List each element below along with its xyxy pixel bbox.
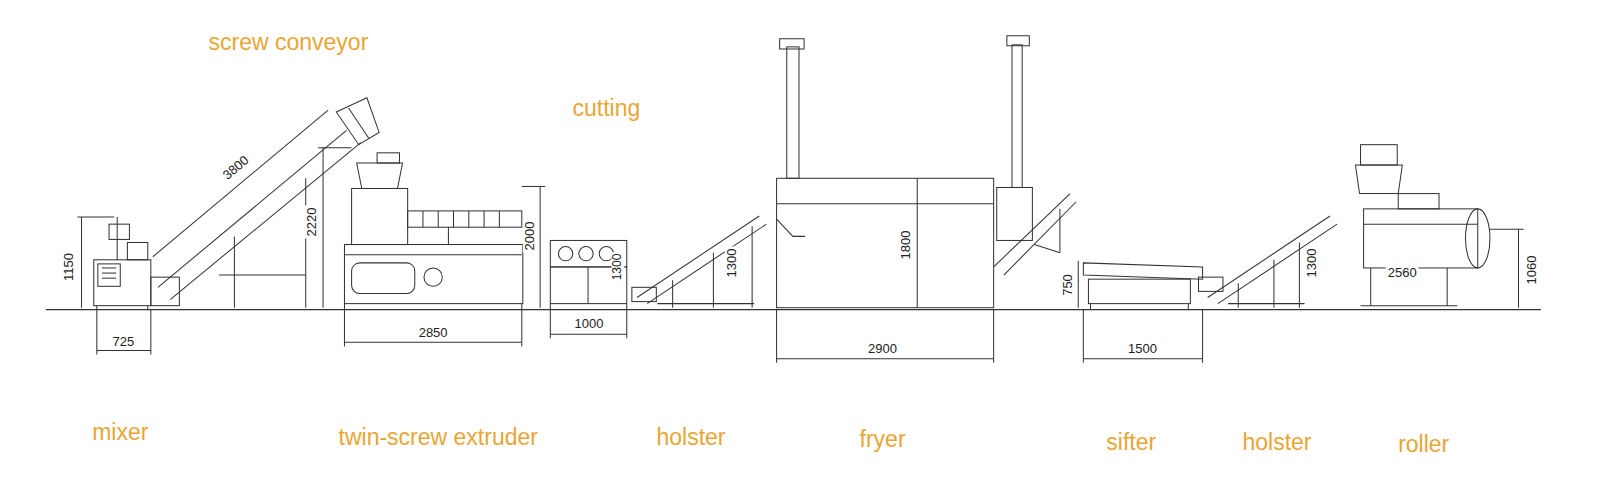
machine-name: screw conveyor: [209, 30, 369, 55]
machine-name: holster: [656, 425, 725, 450]
dimension-label: 1500: [1126, 342, 1159, 356]
dimension-lines: [77, 217, 150, 355]
machine-name: fryer: [860, 427, 906, 452]
machine-name: twin-screw extruder: [339, 425, 538, 450]
dimension-label: 3800: [219, 152, 253, 184]
dimension-label: 2900: [866, 342, 899, 356]
dimension-label: 1150: [62, 251, 76, 283]
machine-name: holster: [1242, 431, 1311, 456]
machine-name: cutting: [572, 96, 640, 121]
dimension-label: 750: [1061, 272, 1075, 298]
holster-drawing: [1199, 216, 1338, 308]
dimension-label: 2000: [523, 220, 537, 253]
fryer-drawing: [777, 36, 1077, 363]
cutting-machine-drawing: [550, 240, 626, 338]
dimension-label: 2220: [305, 206, 319, 239]
dimension-label: 725: [110, 335, 136, 349]
dimension-label: 1800: [899, 228, 913, 261]
dimension-label: 2850: [417, 326, 450, 340]
dimension-label: 1300: [725, 246, 739, 279]
dimension-label: 1060: [1525, 254, 1539, 287]
dimension-label: 1000: [573, 317, 606, 331]
ground-line: [46, 309, 1541, 310]
twin-screw-extruder-drawing: [344, 153, 545, 347]
roller-drawing: [1355, 145, 1523, 308]
machine-name: roller: [1398, 433, 1449, 458]
sifter-drawing: [1078, 261, 1202, 363]
dimension-label: 2560: [1386, 266, 1419, 280]
machine-name: mixer: [92, 420, 148, 445]
dimension-label: 1300: [611, 253, 624, 282]
machine-name: sifter: [1106, 431, 1156, 456]
dimension-label: 1300: [1304, 246, 1318, 279]
holster-drawing: [632, 216, 767, 308]
mixer-drawing: [94, 217, 151, 310]
